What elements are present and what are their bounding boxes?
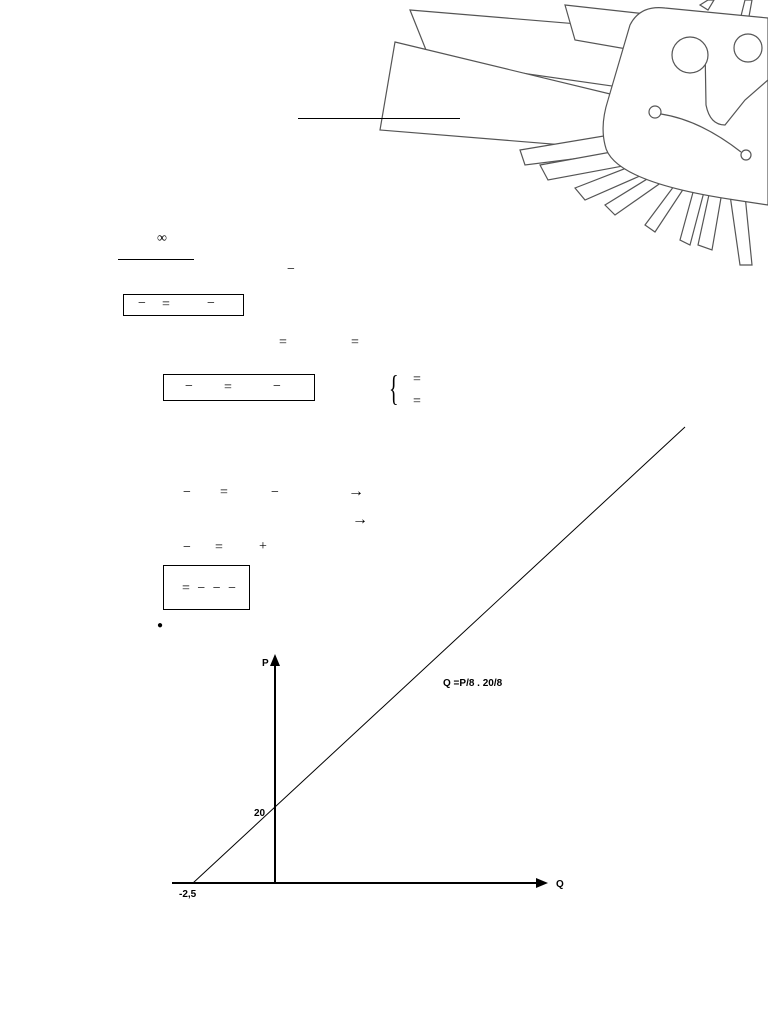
plus-symbol: + bbox=[259, 539, 267, 554]
x-axis-label: Q bbox=[556, 879, 564, 890]
equals-symbol: = bbox=[413, 394, 421, 409]
equals-symbol: = bbox=[351, 335, 359, 350]
result-box bbox=[163, 565, 250, 610]
line-label: Q =P/8 . 20/8 bbox=[443, 678, 503, 689]
left-brace: { bbox=[389, 368, 399, 408]
result-expression: = − − − bbox=[182, 581, 239, 596]
equals-symbol: = bbox=[220, 485, 228, 500]
minus-symbol: − bbox=[287, 262, 295, 277]
equation-box-1 bbox=[123, 294, 244, 316]
bullet-point: ● bbox=[157, 620, 164, 631]
equals-symbol: = bbox=[279, 335, 287, 350]
section-rule bbox=[118, 259, 194, 260]
x-axis-arrow bbox=[536, 878, 548, 888]
infinity-symbol: ∞ bbox=[157, 231, 167, 246]
x-intercept-label: -2,5 bbox=[179, 889, 197, 900]
y-intercept-label: 20 bbox=[254, 808, 266, 819]
y-axis-label: P bbox=[262, 658, 269, 669]
equals-symbol: = bbox=[215, 540, 223, 555]
arrow-symbol: → bbox=[352, 511, 368, 528]
equals-symbol: = bbox=[413, 372, 421, 387]
minus-symbol: − bbox=[138, 296, 146, 311]
minus-symbol: − bbox=[271, 485, 279, 500]
supply-line bbox=[192, 426, 686, 884]
minus-symbol: − bbox=[185, 379, 193, 394]
arrow-symbol: → bbox=[348, 483, 364, 500]
equals-symbol: = bbox=[224, 380, 232, 395]
title-rule bbox=[298, 118, 460, 119]
minus-symbol: − bbox=[183, 485, 191, 500]
equals-symbol: = bbox=[162, 297, 170, 312]
minus-symbol: − bbox=[273, 379, 281, 394]
equation-box-2 bbox=[163, 374, 315, 401]
minus-symbol: − bbox=[183, 540, 191, 555]
y-axis-arrow bbox=[270, 654, 280, 666]
minus-symbol: − bbox=[207, 296, 215, 311]
